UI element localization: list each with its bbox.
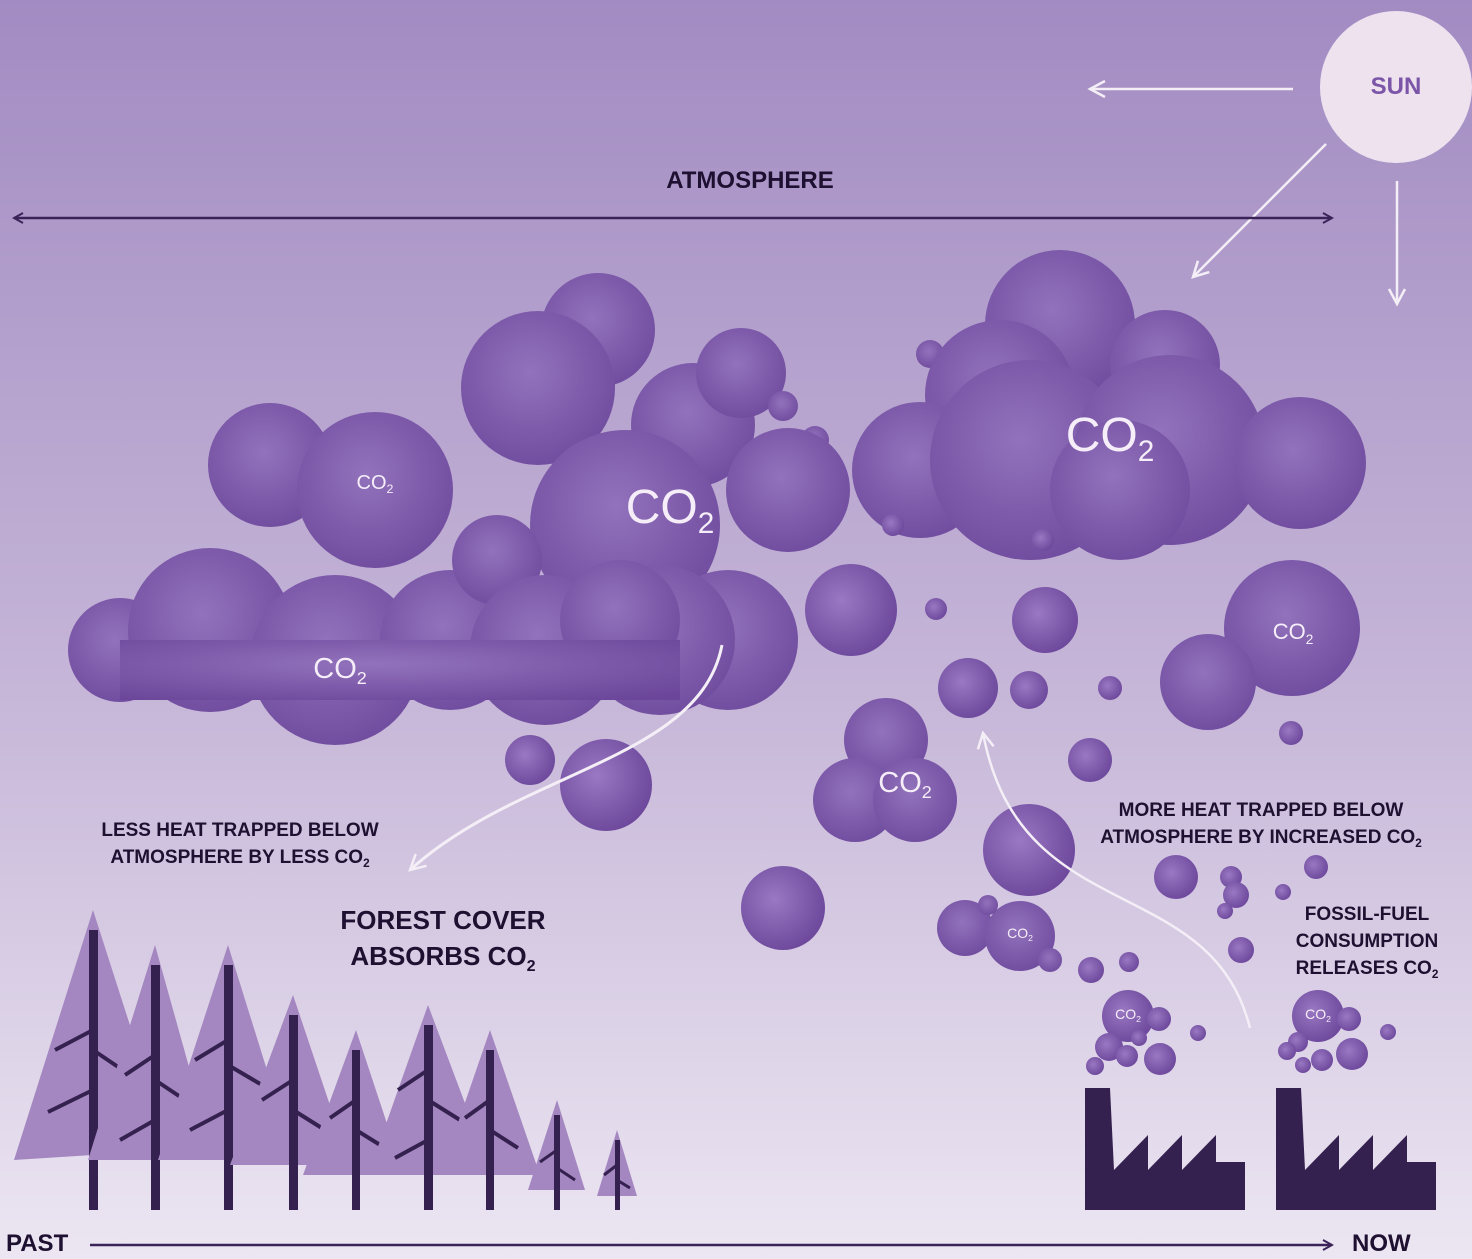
cloud-icon-large-right [852,250,1366,560]
tree-icon-8 [528,1100,585,1210]
cloud-icon-large-center [461,273,850,715]
absorb-arrow-icon [408,644,724,872]
co2-label-factory-right: CO2 [1305,1006,1331,1025]
factory-icon-left [1085,1088,1245,1210]
sun-label: SUN [1370,73,1422,100]
tree-icon-4 [230,995,350,1210]
more-heat-line1: MORE HEAT TRAPPED BELOW [1118,800,1404,821]
sun-rays [1087,79,1407,307]
co2-label-right-middle: CO2 [1272,619,1314,647]
more-heat-line2: ATMOSPHERE BY INCREASED CO2 [1100,827,1422,851]
cloud-icon-center-lower [813,698,957,842]
cloud-icon-small-factory [937,895,1062,972]
factory-smoke-left [1086,990,1176,1075]
fossil-line3: RELEASES CO2 [1295,958,1439,982]
forest-label: FOREST COVER ABSORBS CO2 [318,902,568,978]
less-heat-line1: LESS HEAT TRAPPED BELOW [101,820,379,841]
forest [14,910,637,1210]
less-heat-label: LESS HEAT TRAPPED BELOW ATMOSPHERE BY LE… [70,817,410,873]
atmosphere-label: ATMOSPHERE [666,167,834,194]
fossil-line2: CONSUMPTION [1295,931,1439,952]
co2-label-long-left: CO2 [313,653,367,689]
now-label: NOW [1352,1230,1411,1257]
release-arrow-icon [976,730,1252,1029]
past-label: PAST [6,1230,69,1257]
tree-icon-9 [597,1130,637,1210]
cloud-icon-right-middle [1160,560,1360,730]
forest-line2: ABSORBS CO2 [350,941,536,975]
tree-icon-7 [440,1030,540,1210]
factory-icon-right [1276,1088,1436,1210]
co2-label-large-center: CO2 [625,481,715,541]
fossil-fuel-label: FOSSIL-FUEL CONSUMPTION RELEASES CO2 [1282,901,1452,984]
co2-label-factory-left: CO2 [1115,1006,1141,1025]
forest-line1: FOREST COVER [340,905,546,935]
co2-label-center-lower: CO2 [878,767,932,803]
fossil-line1: FOSSIL-FUEL [1304,904,1430,925]
factory-smoke-right [1278,990,1368,1073]
sun-ray-diagonal-arrow [1191,143,1327,279]
co2-label-small-factory: CO2 [1007,925,1033,944]
more-heat-label: MORE HEAT TRAPPED BELOW ATMOSPHERE BY IN… [1076,797,1446,853]
less-heat-line2: ATMOSPHERE BY LESS CO2 [110,847,370,871]
sun-icon [1320,11,1472,163]
cloud-icon-small-left [208,403,453,568]
co2-label-large-right: CO2 [1065,409,1155,469]
co2-bubbles [505,514,1396,1041]
cloud-icon-long-left [68,515,680,745]
co2-label-small-left: CO2 [356,472,394,497]
